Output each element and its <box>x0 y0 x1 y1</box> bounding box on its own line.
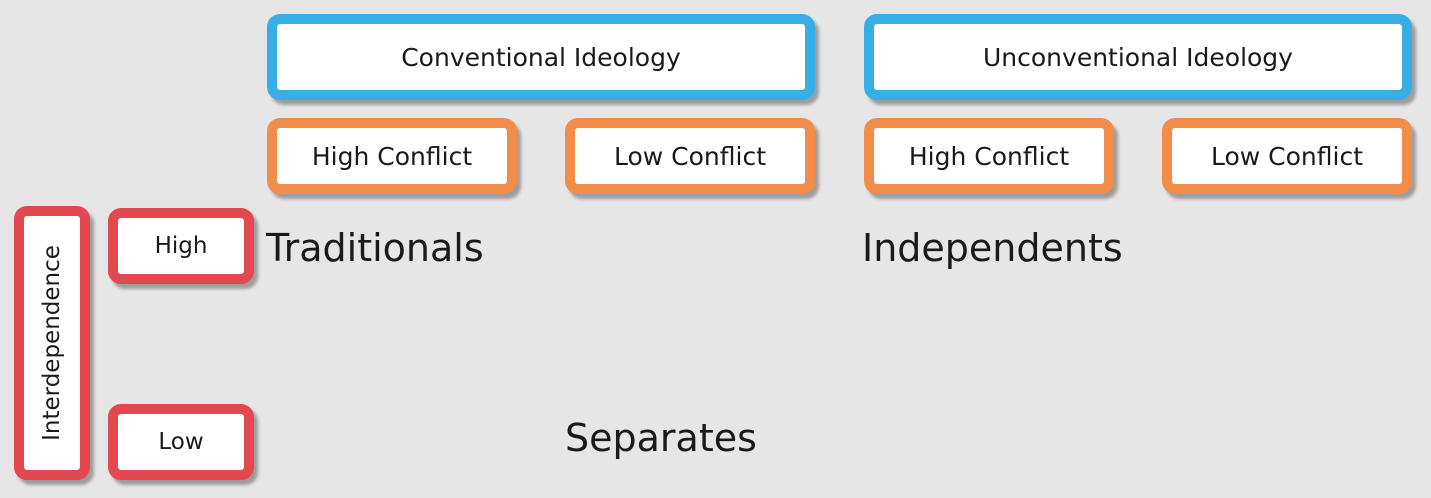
conventional-high-conflict-label: High Conflict <box>311 141 473 171</box>
conventional-high-conflict-box: High Conflict <box>267 118 517 194</box>
interdependence-high-label: High <box>154 233 208 259</box>
interdependence-axis-box: Interdependence <box>14 206 90 480</box>
unconventional-low-conflict-label: Low Conflict <box>1210 141 1363 171</box>
category-traditionals: Traditionals <box>266 226 484 270</box>
conventional-ideology-label: Conventional Ideology <box>401 42 681 72</box>
category-independents: Independents <box>862 226 1123 270</box>
interdependence-low-label: Low <box>158 429 204 455</box>
conventional-ideology-box: Conventional Ideology <box>267 14 815 100</box>
interdependence-axis-label: Interdependence <box>39 245 65 441</box>
interdependence-high-box: High <box>108 208 254 284</box>
conventional-low-conflict-label: Low Conflict <box>613 141 766 171</box>
unconventional-high-conflict-box: High Conflict <box>864 118 1114 194</box>
category-separates: Separates <box>565 416 757 460</box>
unconventional-low-conflict-box: Low Conflict <box>1162 118 1412 194</box>
conventional-low-conflict-box: Low Conflict <box>565 118 815 194</box>
interdependence-low-box: Low <box>108 404 254 480</box>
unconventional-ideology-label: Unconventional Ideology <box>983 42 1293 72</box>
unconventional-ideology-box: Unconventional Ideology <box>864 14 1412 100</box>
unconventional-high-conflict-label: High Conflict <box>908 141 1070 171</box>
